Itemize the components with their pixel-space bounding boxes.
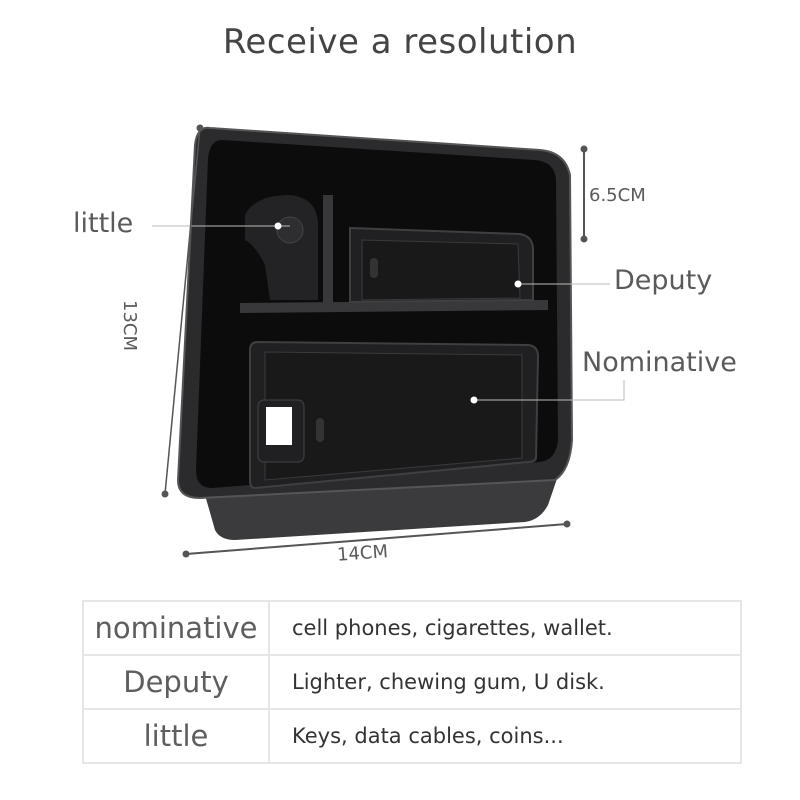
compartment-usage-table: nominative cell phones, cigarettes, wall… <box>82 600 742 764</box>
compartment-contents: cell phones, cigarettes, wallet. <box>268 600 742 656</box>
compartment-name: little <box>82 708 270 764</box>
table-row: nominative cell phones, cigarettes, wall… <box>82 600 742 656</box>
callout-little: little <box>73 208 134 239</box>
dimension-length: 13CM <box>119 300 140 352</box>
dimension-width: 14CM <box>336 541 389 566</box>
compartment-contents: Keys, data cables, coins... <box>268 708 742 764</box>
compartment-name: Deputy <box>82 654 270 710</box>
callout-deputy: Deputy <box>614 265 713 296</box>
compartment-name: nominative <box>82 600 270 656</box>
callout-nominative: Nominative <box>582 347 737 378</box>
table-row: little Keys, data cables, coins... <box>82 708 742 764</box>
table-row: Deputy Lighter, chewing gum, U disk. <box>82 654 742 710</box>
dimension-depth: 6.5CM <box>589 185 646 206</box>
compartment-contents: Lighter, chewing gum, U disk. <box>268 654 742 710</box>
page-title: Receive a resolution <box>222 22 578 62</box>
